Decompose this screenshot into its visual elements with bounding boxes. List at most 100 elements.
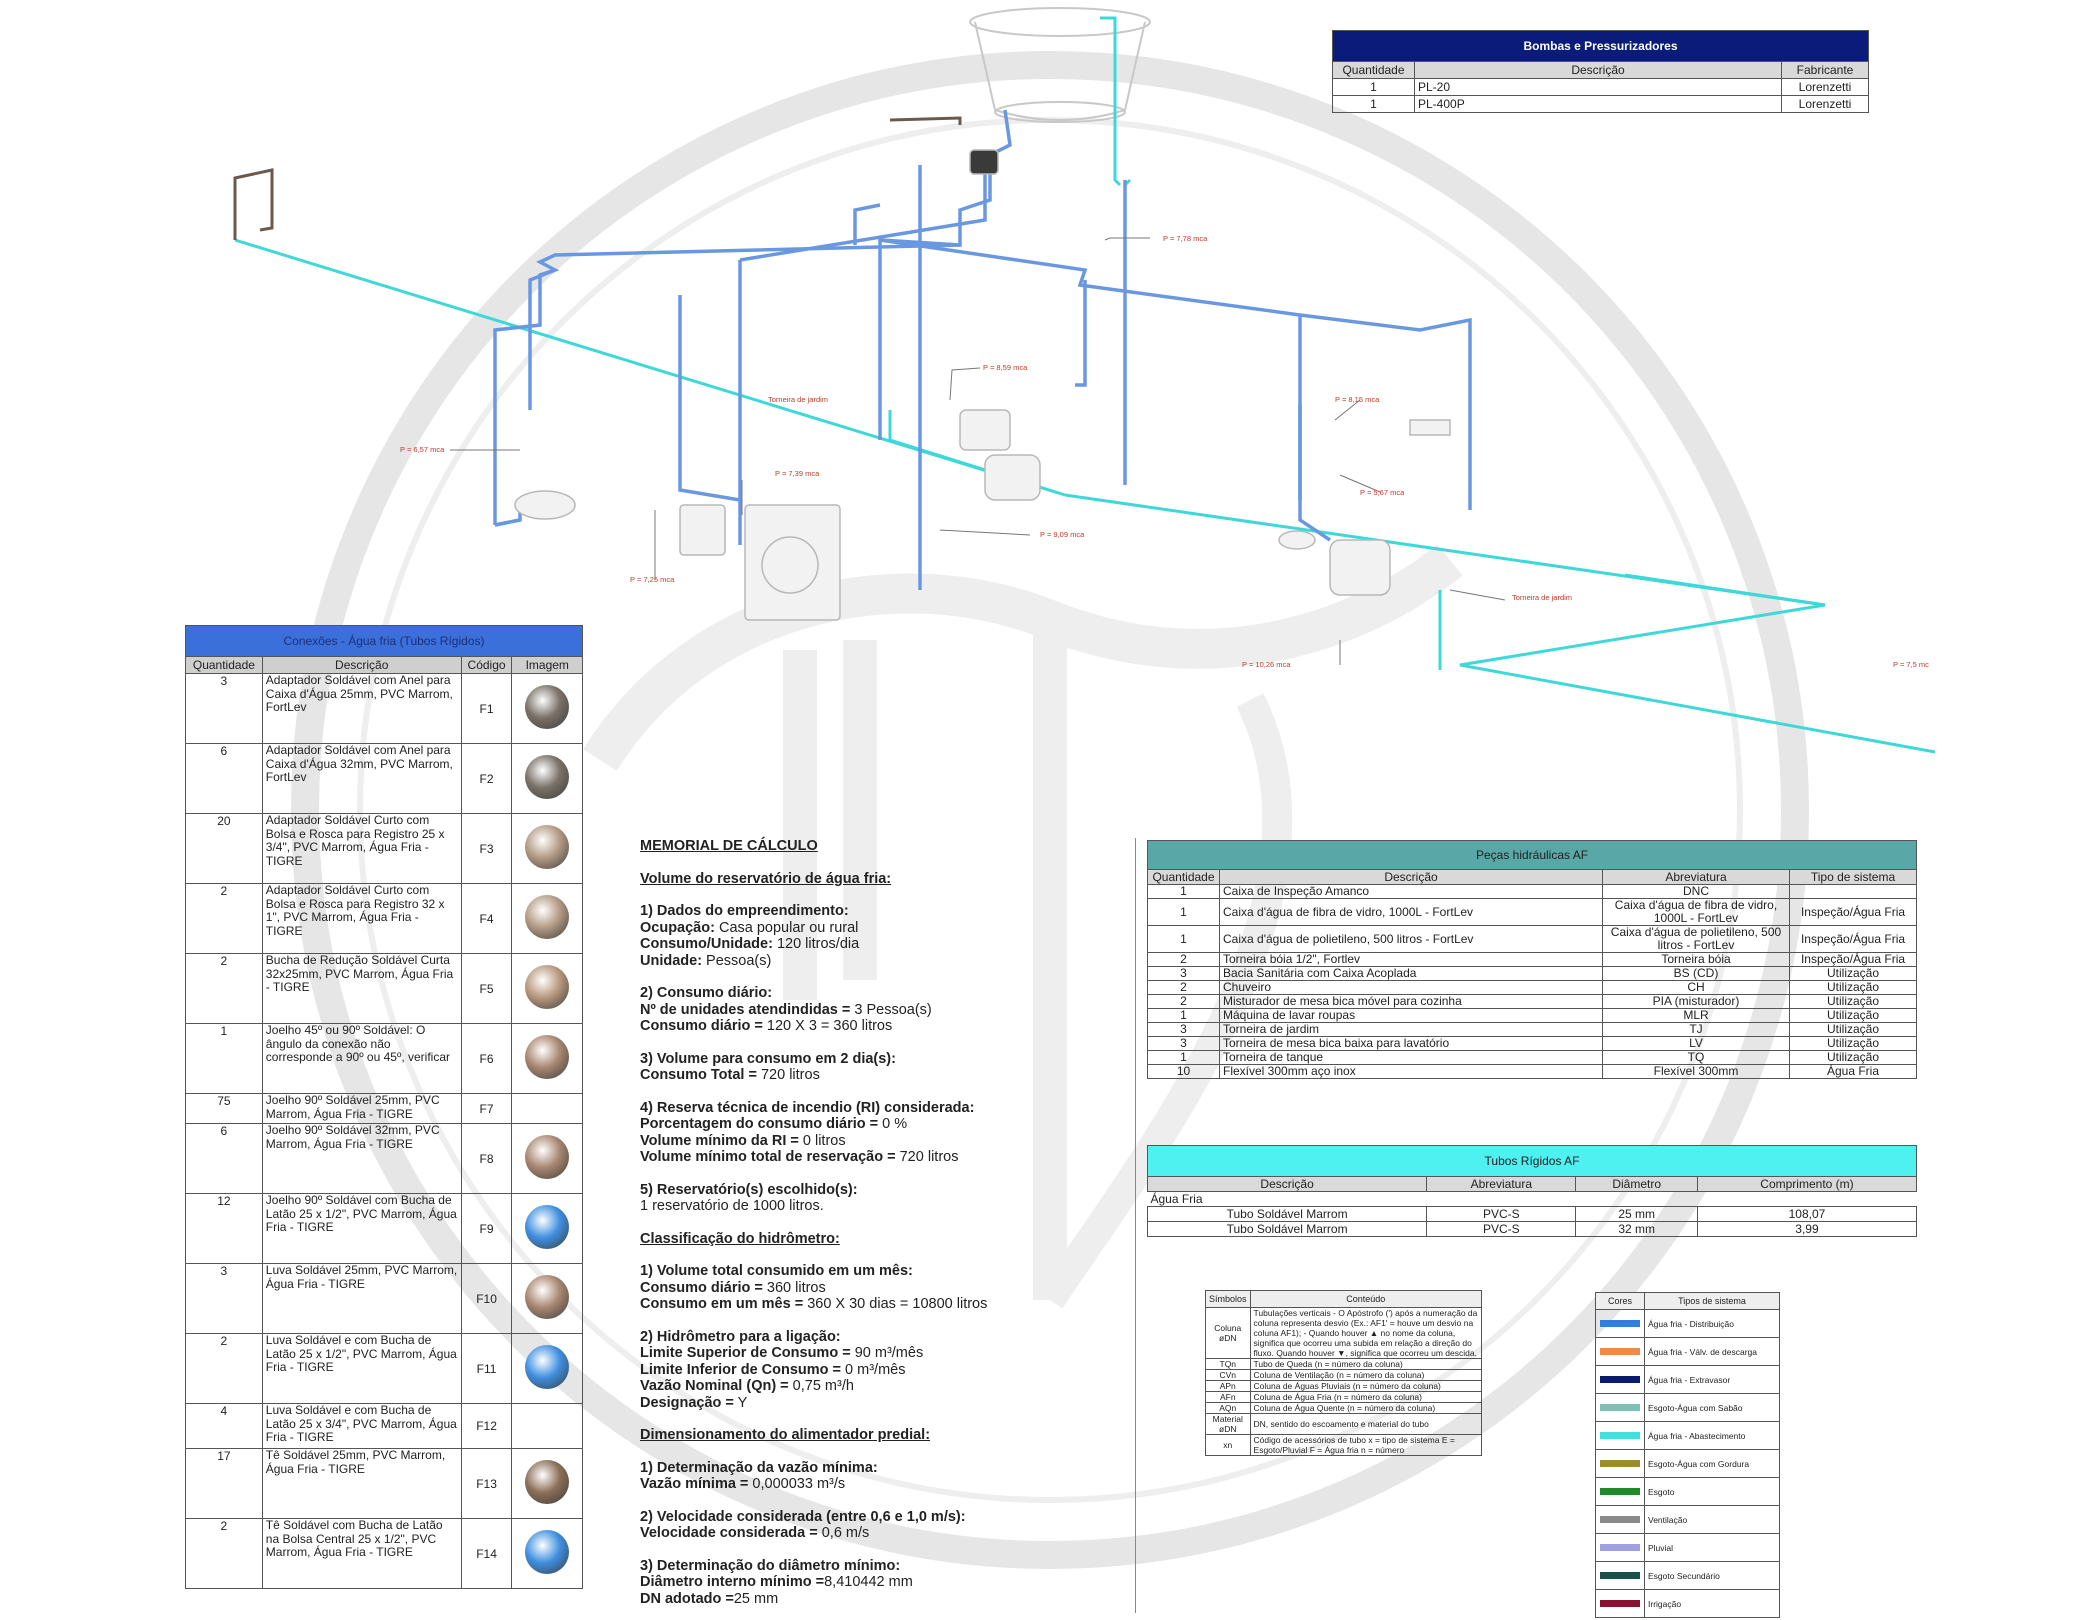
conexoes-header-descricao: Descrição xyxy=(261,656,462,674)
cor-label: Água fria - Válv. de descarga xyxy=(1644,1337,1780,1366)
pecas-cell: Torneira de mesa bica baixa para lavatór… xyxy=(1219,1036,1603,1051)
bucha-icon xyxy=(525,965,570,1009)
brown-pipes xyxy=(233,116,962,240)
conexoes-title: Conexões - Água fria (Tubos Rígidos) xyxy=(185,625,583,657)
conexoes-quantidade: 1 xyxy=(185,1023,263,1094)
conexoes-table: Conexões - Água fria (Tubos Rígidos) Qua… xyxy=(185,625,583,1589)
toilet-bowl-icon xyxy=(984,454,1041,501)
h1-key: Consumo em um mês = xyxy=(640,1296,804,1312)
d2-key: Velocidade considerada = xyxy=(640,1525,818,1541)
pecas-cell: Torneira bóia xyxy=(1602,952,1790,967)
annotation-p657: P = 6,57 mca xyxy=(400,445,445,454)
cor-label: Água fria - Abastecimento xyxy=(1644,1421,1780,1450)
s3-key: Consumo Total = xyxy=(640,1067,757,1083)
s2-val: 120 X 3 = 360 litros xyxy=(762,1018,893,1034)
cor-swatch-cell xyxy=(1595,1505,1645,1534)
conexoes-descricao: Adaptador Soldável com Anel para Caixa d… xyxy=(261,743,462,814)
h2-key: Vazão Nominal (Qn) = xyxy=(640,1378,789,1394)
conexoes-codigo: F12 xyxy=(460,1403,513,1449)
color-swatch xyxy=(1600,1460,1640,1467)
s1-key: Unidade: xyxy=(640,952,703,969)
joelho-azul-icon xyxy=(525,1205,570,1249)
pecas-header-quantidade: Quantidade xyxy=(1147,869,1220,885)
volume-section-title: Volume do reservatório de água fria: xyxy=(640,870,892,887)
luva-icon xyxy=(525,1275,570,1319)
annotation-p909: P = 9,09 mca xyxy=(1040,530,1085,539)
conexoes-quantidade: 20 xyxy=(185,813,263,884)
conexoes-imagem xyxy=(511,743,583,814)
d2-val: 0,6 m/s xyxy=(817,1525,870,1541)
pecas-cell: 3 xyxy=(1147,966,1220,981)
conexoes-imagem xyxy=(511,1448,583,1519)
pecas-title: Peças hidráulicas AF xyxy=(1147,840,1917,870)
conexoes-imagem xyxy=(511,1093,583,1124)
pecas-cell: PIA (misturador) xyxy=(1602,994,1790,1009)
s5-title: 5) Reservatório(s) escolhido(s): xyxy=(640,1181,858,1198)
conexoes-codigo: F2 xyxy=(460,743,513,814)
pecas-cell: 1 xyxy=(1147,1008,1220,1023)
cor-swatch-cell xyxy=(1595,1449,1645,1478)
tubos-rigidos-table: Tubos Rígidos AF Descrição Abreviatura D… xyxy=(1146,1145,1918,1237)
cor-swatch-cell xyxy=(1595,1393,1645,1422)
h2-title: 2) Hidrômetro para a ligação: xyxy=(640,1328,841,1345)
h2-val: Y xyxy=(733,1394,748,1411)
kitchen-sink-icon xyxy=(514,490,576,520)
s3-val: 720 litros xyxy=(756,1067,820,1083)
cor-swatch-cell xyxy=(1595,1477,1645,1506)
d3-key: DN adotado = xyxy=(640,1590,734,1607)
leader-lines xyxy=(450,237,1506,665)
h1-val: 360 X 30 dias = 10800 litros xyxy=(803,1296,988,1312)
conexoes-descricao: Luva Soldável e com Bucha de Latão 25 x … xyxy=(261,1333,462,1404)
simbolo-conteudo: Coluna de Água Fria (n = número da colun… xyxy=(1249,1391,1483,1403)
d1-title: 1) Determinação da vazão mínima: xyxy=(640,1459,878,1476)
cor-label: Esgoto-Água com Gordura xyxy=(1644,1449,1780,1478)
distribution-pipes xyxy=(493,109,1472,590)
bombas-cell: 1 xyxy=(1332,95,1415,113)
cores-row: Pluvial xyxy=(1595,1533,1780,1562)
s2-key: Nº de unidades atendindidas = xyxy=(640,1001,851,1018)
conexoes-codigo: F9 xyxy=(460,1193,513,1264)
conexoes-codigo: F8 xyxy=(460,1123,513,1194)
cor-label: Esgoto Secundário xyxy=(1644,1561,1780,1590)
bombas-header-descricao: Descrição xyxy=(1414,61,1782,79)
washing-machine-icon xyxy=(744,504,841,621)
color-swatch xyxy=(1600,1600,1640,1607)
d3-val: 8,410442 mm xyxy=(824,1574,913,1590)
pecas-cell: Bacia Sanitária com Caixa Acoplada xyxy=(1219,966,1603,981)
conexoes-codigo: F5 xyxy=(460,953,513,1024)
te-icon xyxy=(525,1460,570,1504)
conexoes-imagem xyxy=(511,1333,583,1404)
simbolo-symbol: AFn xyxy=(1205,1391,1251,1403)
tubos-cell: Tubo Soldável Marrom xyxy=(1146,1221,1428,1237)
pecas-cell: Caixa de Inspeção Amanco xyxy=(1219,884,1603,899)
s4-key: Porcentagem do consumo diário = xyxy=(640,1116,879,1132)
adaptador-caixa-icon xyxy=(525,685,570,729)
s4-val: 720 litros xyxy=(895,1149,959,1165)
simbolo-conteudo: Coluna de Ventilação (n = número da colu… xyxy=(1249,1369,1483,1381)
color-swatch xyxy=(1600,1376,1640,1383)
simbolo-conteudo: Tubo de Queda (n = número da coluna) xyxy=(1249,1358,1483,1370)
cores-legend: Cores Tipos de sistema Água fria - Distr… xyxy=(1595,1292,1780,1618)
cores-row: Esgoto-Água com Sabão xyxy=(1595,1393,1780,1422)
pecas-cell: Torneira de jardim xyxy=(1219,1022,1603,1037)
s2-key: Consumo diário = xyxy=(640,1018,763,1034)
s4-val: 0 litros xyxy=(798,1132,846,1149)
tubos-cell: 25 mm xyxy=(1575,1206,1698,1222)
bombas-cell: 1 xyxy=(1332,78,1415,96)
pecas-cell: Utilização xyxy=(1789,1036,1917,1051)
simbolos-header-simbolos: Símbolos xyxy=(1205,1290,1251,1308)
annotation-p725: P = 7,25 mca xyxy=(630,575,675,584)
cores-row: Esgoto Secundário xyxy=(1595,1561,1780,1590)
conexoes-descricao: Luva Soldável e com Bucha de Latão 25 x … xyxy=(261,1403,462,1449)
d3-val: 25 mm xyxy=(733,1590,779,1607)
annotation-p567: P = 5,67 mca xyxy=(1360,488,1405,497)
pecas-cell: 10 xyxy=(1147,1064,1220,1079)
simbolo-conteudo: Código de acessórios de tubo x = tipo de… xyxy=(1249,1434,1483,1456)
cores-row: Água fria - Extravasor xyxy=(1595,1365,1780,1394)
